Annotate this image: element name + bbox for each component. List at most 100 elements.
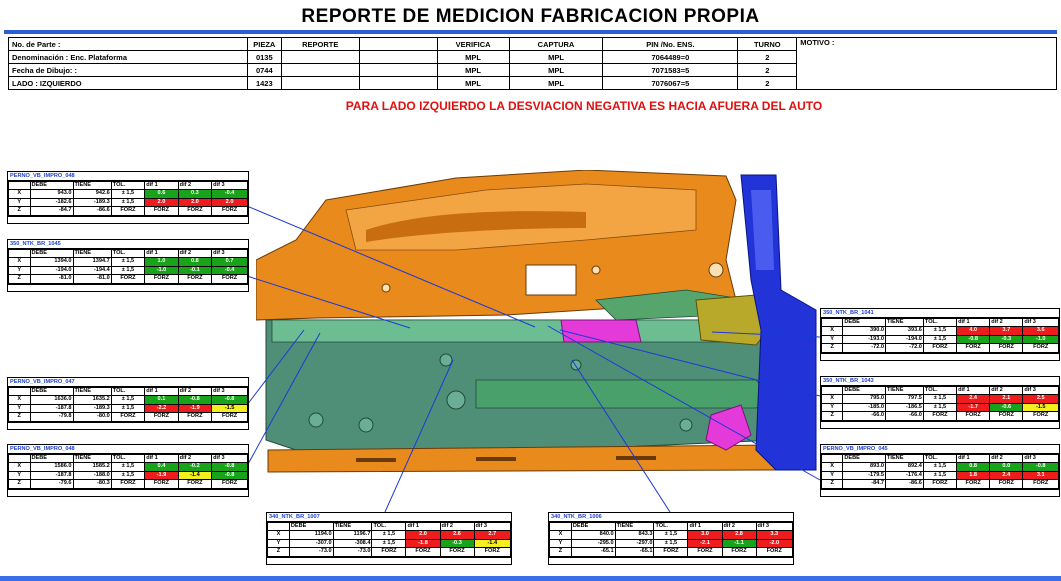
tol-cell: ± 1,5 bbox=[922, 470, 958, 481]
verifica-value: MPL bbox=[436, 63, 510, 77]
tiene-cell: 797.5 bbox=[884, 394, 924, 404]
turno-value: 2 bbox=[737, 63, 798, 77]
dif-cell: 4.0 bbox=[956, 326, 991, 336]
dif-cell: FORZ bbox=[177, 274, 213, 284]
tiene-header: TIENE bbox=[72, 453, 112, 464]
measurement-row: Y-193.0-194.0± 1,5-0.8-0.3-1.0 bbox=[820, 334, 1059, 345]
debe-header: DEBE bbox=[29, 386, 74, 397]
footer-rule bbox=[0, 576, 1061, 581]
dif-cell: FORZ bbox=[144, 274, 179, 284]
measurement-box-footer bbox=[267, 556, 511, 564]
debe-header: DEBE bbox=[29, 180, 74, 191]
axis-cell: Y bbox=[549, 538, 572, 549]
dif3-header: dif 3 bbox=[755, 521, 794, 532]
axis-cell: Y bbox=[8, 403, 31, 414]
dif-cell: -0.4 bbox=[211, 265, 248, 276]
debe-cell: -187.8 bbox=[29, 470, 74, 481]
measurement-box-footer bbox=[821, 488, 1059, 496]
debe-header: DEBE bbox=[842, 317, 886, 328]
pieza-value: 1423 bbox=[246, 76, 282, 90]
dif3-header: dif 3 bbox=[211, 180, 248, 191]
dif-cell: FORZ bbox=[1022, 411, 1059, 421]
tiene-cell: 1196.7 bbox=[332, 530, 373, 540]
measurement-box-title: PERNO_VB_IMPRO_048 bbox=[8, 445, 248, 454]
dif-cell: -0.3 bbox=[989, 334, 1024, 345]
tiene-cell: -188.0 bbox=[72, 470, 112, 481]
tol-cell: FORZ bbox=[922, 479, 958, 489]
debe-cell: -65.1 bbox=[570, 547, 616, 557]
dif-cell: FORZ bbox=[1022, 343, 1059, 353]
captura-value: MPL bbox=[508, 50, 604, 64]
debe-cell: 893.0 bbox=[842, 462, 886, 472]
axis-cell: X bbox=[267, 530, 290, 540]
dif-cell: FORZ bbox=[211, 412, 248, 422]
dif-cell: FORZ bbox=[755, 547, 794, 557]
axis-cell: Y bbox=[8, 470, 31, 481]
motivo-cell: MOTIVO : bbox=[796, 37, 1057, 90]
axis-cell: X bbox=[8, 462, 31, 472]
dif-cell: 2.0 bbox=[405, 530, 441, 540]
measurement-row: Y-187.8-189.3± 1,5-2.2-1.9-1.5 bbox=[8, 403, 248, 414]
axis-cell: Z bbox=[820, 479, 844, 489]
dif-cell: FORZ bbox=[177, 412, 213, 422]
dif-cell: FORZ bbox=[177, 479, 213, 489]
tol-cell: ± 1,5 bbox=[110, 403, 146, 414]
tol-cell: ± 1,5 bbox=[110, 257, 146, 267]
dif-cell: -2.1 bbox=[687, 538, 723, 549]
dif-cell: FORZ bbox=[211, 479, 248, 489]
axis-cell: Z bbox=[820, 411, 844, 421]
tiene-cell: -186.5 bbox=[884, 402, 924, 413]
dif2-header: dif 2 bbox=[989, 453, 1024, 464]
tol-cell: ± 1,5 bbox=[653, 530, 689, 540]
dif3-header: dif 3 bbox=[473, 521, 512, 532]
turno-header: TURNO bbox=[737, 37, 798, 51]
measurement-box-footer bbox=[821, 420, 1059, 428]
dif-cell: 0.0 bbox=[989, 462, 1024, 472]
debe-cell: -81.0 bbox=[29, 274, 74, 284]
axis-cell: X bbox=[549, 530, 572, 540]
dif2-header: dif 2 bbox=[439, 521, 475, 532]
debe-cell: -73.0 bbox=[288, 547, 334, 557]
dif3-header: dif 3 bbox=[1022, 385, 1059, 396]
axis-header bbox=[267, 521, 290, 532]
debe-cell: -84.7 bbox=[29, 206, 74, 216]
header-row: Denominación : Enc. Plataforma 0135 MPL … bbox=[8, 50, 1057, 64]
debe-cell: -79.8 bbox=[29, 412, 74, 422]
tol-cell: FORZ bbox=[371, 547, 407, 557]
tol-header: TOL. bbox=[922, 453, 958, 464]
tol-cell: ± 1,5 bbox=[922, 334, 958, 345]
tiene-header: TIENE bbox=[884, 385, 924, 396]
tiene-cell: -80.0 bbox=[72, 412, 112, 422]
tol-header: TOL. bbox=[110, 180, 146, 191]
dif-cell: FORZ bbox=[989, 343, 1024, 353]
dif2-header: dif 2 bbox=[177, 453, 213, 464]
pieza-value: 0744 bbox=[246, 63, 282, 77]
debe-cell: 840.0 bbox=[570, 530, 616, 540]
dif-cell: -0.6 bbox=[989, 402, 1024, 413]
pin-header: PIN /No. ENS. bbox=[602, 37, 739, 51]
dif-cell: FORZ bbox=[144, 206, 179, 216]
dif2-header: dif 2 bbox=[177, 248, 213, 259]
tiene-cell: -297.0 bbox=[614, 538, 655, 549]
measurement-box-footer bbox=[8, 215, 248, 223]
dif-cell: 0.1 bbox=[144, 395, 179, 405]
dif-cell: FORZ bbox=[473, 547, 512, 557]
dif1-header: dif 1 bbox=[956, 453, 991, 464]
dif3-header: dif 3 bbox=[1022, 317, 1059, 328]
dif-cell: -1.5 bbox=[1022, 402, 1059, 413]
tol-cell: ± 1,5 bbox=[371, 538, 407, 549]
